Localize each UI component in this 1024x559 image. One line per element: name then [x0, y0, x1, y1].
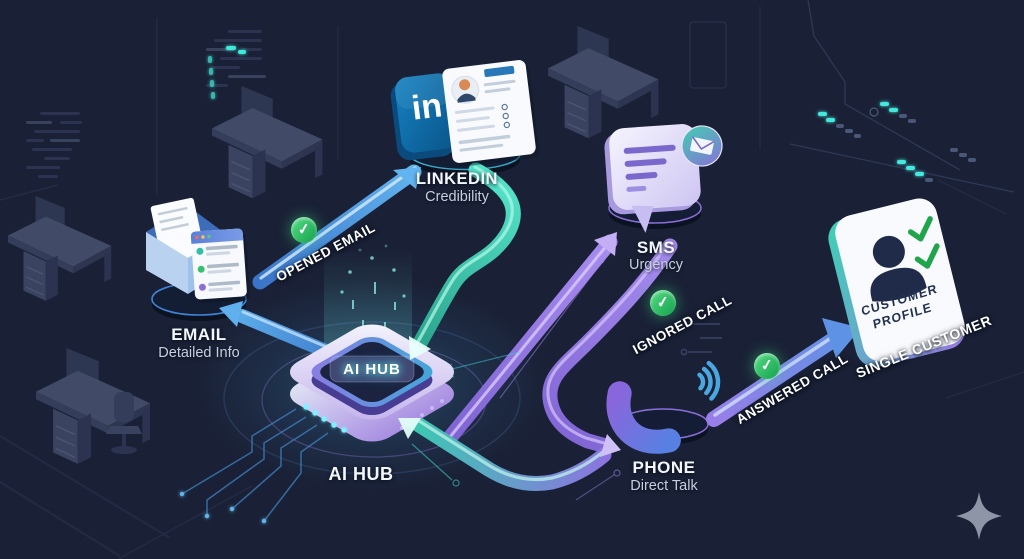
sms-sublabel: Urgency: [629, 257, 683, 273]
code-lines-left: [26, 112, 82, 178]
arrowhead-to-sms: [594, 232, 617, 256]
linkedin-logo-text: in: [409, 86, 445, 128]
hub-label: AI HUB: [328, 464, 394, 484]
sparkle-icon: [956, 492, 1002, 540]
sms-envelope-badge: [681, 125, 723, 167]
pipe-linkedin-to-hub: [408, 162, 521, 358]
hologram-label-panel: [329, 355, 415, 383]
email-sublabel: Detailed Info: [158, 345, 240, 361]
pipe-sms-to-phone: [542, 238, 678, 454]
hub-circuit-traces: [181, 408, 329, 522]
linkedin-profile-card: [442, 60, 540, 167]
chip-led-lights: [303, 404, 347, 433]
desk-silhouette-2: [7, 195, 112, 302]
customer-profile-card: [828, 198, 966, 367]
pipe-email-to-linkedin: [252, 164, 422, 290]
desk-silhouette-4: [547, 25, 660, 139]
email-envelope-icon: [146, 197, 251, 304]
check-icon: [907, 216, 940, 269]
pipe-hub-to-sms: [440, 234, 618, 448]
sms-label: SMS: [636, 238, 676, 257]
arrowhead-to-hub-from-phone-loop: [398, 418, 421, 439]
arrowhead-to-phone: [600, 434, 621, 457]
sms-bubble-icon: [604, 124, 723, 233]
phone-sublabel: Direct Talk: [630, 478, 698, 494]
linkedin-logo-tile: [390, 73, 457, 161]
pipe-hub-to-phone: [397, 408, 612, 491]
glow-dots: [818, 102, 976, 182]
desk-silhouette-1: [211, 85, 324, 199]
email-window-icon: [190, 228, 251, 304]
phone-handset-icon: [606, 355, 721, 454]
arrowhead-to-linkedin: [393, 167, 421, 189]
linkedin-label: LINKEDIN: [416, 170, 498, 188]
linkedin-sublabel: Credibility: [425, 189, 489, 205]
phone-label: PHONE: [632, 458, 696, 477]
arrowhead-to-hub-from-linkedin: [409, 336, 431, 360]
thin-traces: [411, 256, 621, 501]
person-icon: [870, 235, 927, 302]
hub-chip-label: AI HUB: [343, 361, 401, 378]
arrowhead-to-email: [219, 301, 243, 327]
email-label: EMAIL: [171, 325, 227, 344]
signal-waves-icon: [667, 355, 721, 409]
code-lines-top: [206, 30, 266, 87]
hologram-particles: [340, 244, 406, 328]
